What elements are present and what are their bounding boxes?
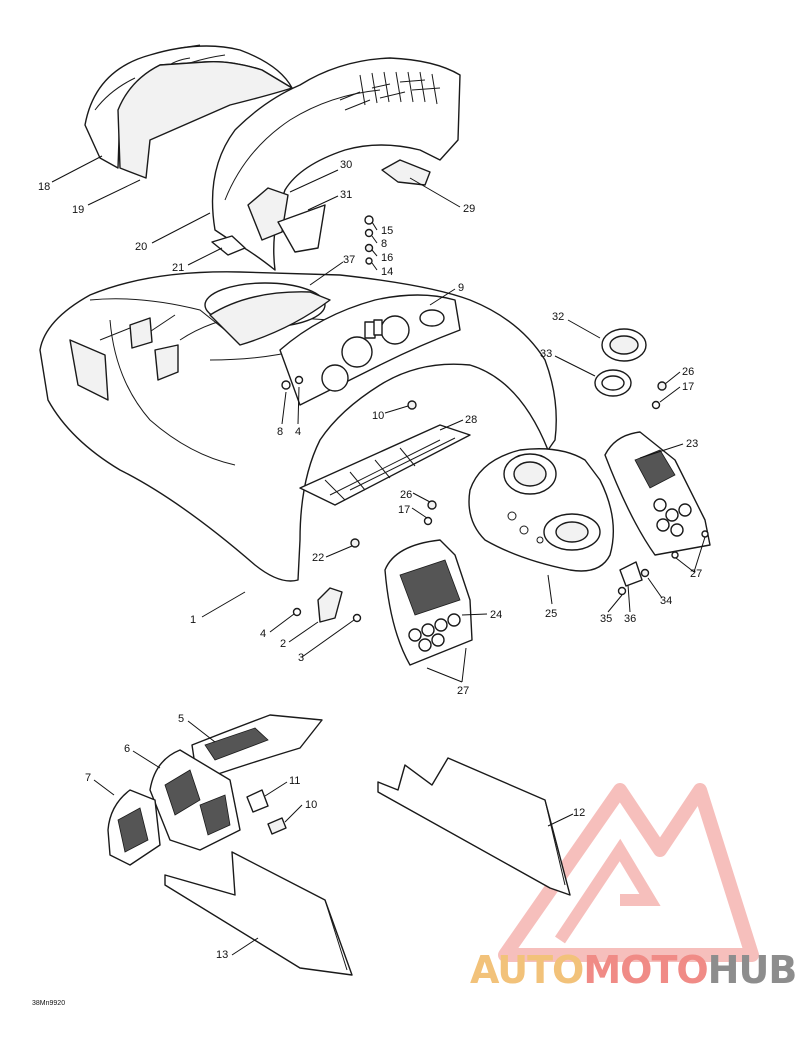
callout-12: 12 — [573, 807, 585, 819]
callout-28: 28 — [465, 414, 477, 426]
callout-1: 1 — [190, 614, 196, 626]
callout-25: 25 — [545, 608, 557, 620]
fastener-10-top — [407, 400, 417, 410]
callout-33: 33 — [540, 348, 552, 360]
callout-17-left: 17 — [398, 504, 410, 516]
callout-4-bottom: 4 — [260, 628, 266, 640]
callout-8-left: 8 — [277, 426, 283, 438]
callout-3: 3 — [298, 652, 304, 664]
callout-7: 7 — [85, 772, 91, 784]
fastener-stack — [364, 215, 374, 265]
fastener-26-17-right — [651, 381, 667, 410]
hardware-34-35-36 — [617, 530, 709, 596]
callout-24: 24 — [490, 609, 502, 621]
ring-33 — [594, 369, 632, 397]
bracket-29 — [381, 159, 431, 186]
callout-labels: 18 19 20 21 30 31 29 15 8 16 14 37 9 32 … — [38, 159, 702, 961]
callout-26-right: 26 — [682, 366, 694, 378]
fastener-22 — [350, 538, 360, 548]
windshield-18 — [84, 44, 293, 179]
callout-30: 30 — [340, 159, 352, 171]
ring-32 — [601, 328, 647, 362]
gauge-panel-9 — [279, 294, 461, 406]
watermark-auto: AUTO — [470, 948, 584, 992]
bracket-2 — [292, 587, 362, 623]
leader-lines — [51, 155, 706, 956]
watermark-moto: MOTO — [583, 948, 708, 992]
callout-35: 35 — [600, 613, 612, 625]
watermark-logo — [498, 783, 759, 962]
sheet-13 — [164, 851, 353, 976]
callout-6: 6 — [124, 743, 130, 755]
fastener-26-17-left — [423, 500, 437, 526]
callout-15: 15 — [381, 225, 393, 237]
callout-37: 37 — [343, 254, 355, 266]
callout-21: 21 — [172, 262, 184, 274]
callout-31: 31 — [340, 189, 352, 201]
callout-10-top: 10 — [372, 410, 384, 422]
callout-19: 19 — [72, 204, 84, 216]
sheet-12 — [377, 757, 571, 896]
vent-6 — [149, 749, 241, 851]
console-25 — [468, 448, 615, 572]
vent-5 — [191, 714, 323, 776]
bracket-30 — [247, 187, 289, 241]
callout-20: 20 — [135, 241, 147, 253]
callout-27-left: 27 — [457, 685, 469, 697]
callout-11: 11 — [289, 775, 300, 787]
hood-1 — [39, 271, 557, 582]
callout-27-right: 27 — [690, 568, 702, 580]
callout-18: 18 — [38, 181, 50, 193]
callout-9: 9 — [458, 282, 464, 294]
callout-8-top: 8 — [381, 238, 387, 250]
callout-32: 32 — [552, 311, 564, 323]
side-panel-23 — [604, 431, 711, 556]
callout-13: 13 — [216, 949, 228, 961]
side-panel-24 — [384, 539, 473, 666]
drawing-code: 38Mn9920 — [32, 1000, 65, 1007]
watermark-text: AUTOMOTOHUB — [470, 948, 800, 998]
callout-23: 23 — [686, 438, 698, 450]
callout-10-bottom: 10 — [305, 799, 317, 811]
callout-26-left: 26 — [400, 489, 412, 501]
screw-10-lower — [267, 817, 287, 835]
callout-5: 5 — [178, 713, 184, 725]
vent-7 — [107, 789, 161, 866]
callout-17-right: 17 — [682, 381, 694, 393]
clip-21 — [211, 235, 246, 256]
callout-29: 29 — [463, 203, 475, 215]
bracket-31 — [277, 204, 326, 253]
callout-36: 36 — [624, 613, 636, 625]
clip-11 — [246, 789, 269, 813]
callout-4-top: 4 — [295, 426, 301, 438]
callout-22: 22 — [312, 552, 324, 564]
watermark-hub: HUB — [707, 948, 798, 992]
callout-34: 34 — [660, 595, 672, 607]
tray-28 — [299, 424, 471, 506]
callout-16: 16 — [381, 252, 393, 264]
callout-2: 2 — [280, 638, 286, 650]
callout-14: 14 — [381, 266, 393, 278]
